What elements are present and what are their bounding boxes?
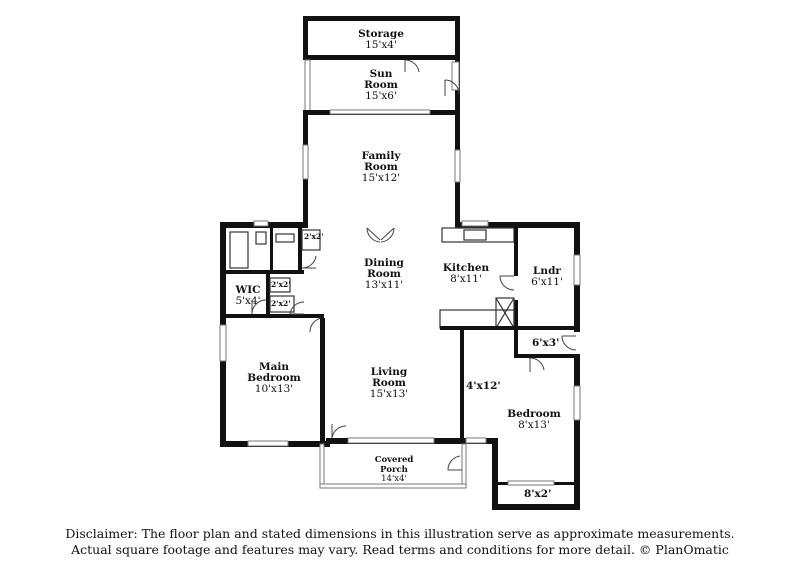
closet-label-wic-1: 2'x2': [271, 280, 291, 289]
room-name-2: Room: [364, 161, 398, 173]
disclaimer-line-2: Actual square footage and features may v…: [71, 542, 729, 557]
disclaimer-line-1: Disclaimer: The floor plan and stated di…: [65, 526, 735, 541]
storage-walls: [303, 16, 460, 60]
room-dims: 15'x12': [361, 172, 401, 184]
room-name: Lndr: [533, 265, 561, 277]
closet-label-8x2: 8'x2': [524, 488, 552, 500]
room-dims: 15'x6': [365, 90, 397, 102]
family-room-walls: [302, 113, 461, 243]
room-dims: 8'x13': [518, 419, 550, 431]
room-name: Bedroom: [507, 408, 561, 420]
room-bedroom: Bedroom 8'x13': [502, 409, 566, 431]
porch-walls: [319, 424, 467, 489]
room-dims: 6'x11': [531, 276, 563, 288]
room-dims: 5'x4': [235, 295, 261, 307]
room-name-2: Room: [364, 79, 398, 91]
main-outer-walls: [219, 220, 581, 447]
room-sun-room: Sun Room 15'x6': [351, 69, 411, 102]
room-name: Main: [258, 361, 290, 373]
main-bedroom-wall: [320, 318, 325, 442]
room-dining: Dining Room 13'x11': [354, 258, 414, 291]
room-dims: 15'x4': [365, 39, 397, 51]
room-name-2: Porch: [380, 464, 408, 475]
hall-label-6x3: 6'x3': [532, 337, 560, 349]
room-name-2: Room: [372, 377, 406, 389]
room-wic: WIC 5'x4': [228, 285, 268, 307]
room-dims: 8'x11': [450, 273, 482, 285]
closet-label-wic-2: 2'x2': [271, 299, 291, 308]
room-name: Dining: [364, 257, 404, 269]
room-covered-porch: Covered Porch 14'x4': [364, 455, 424, 485]
room-name-2: Room: [367, 268, 401, 280]
closet-label-bath: 2'x2': [304, 232, 324, 241]
sun-room-walls: [303, 59, 460, 115]
room-name: Sun: [369, 68, 393, 80]
room-name: WIC: [235, 284, 261, 296]
room-name: Storage: [358, 28, 404, 40]
room-main-bedroom: Main Bedroom 10'x13': [241, 362, 307, 395]
room-dims: 15'x13': [369, 388, 409, 400]
room-name-2: Bedroom: [247, 372, 301, 384]
hall-label-4x12: 4'x12': [466, 380, 501, 392]
room-dims: 14'x4': [381, 474, 407, 484]
room-dims: 10'x13': [254, 383, 294, 395]
room-kitchen: Kitchen 8'x11': [436, 263, 496, 285]
room-name: Living: [370, 366, 408, 378]
room-laundry: Lndr 6'x11': [522, 266, 572, 288]
room-name: Family: [361, 150, 401, 162]
room-living: Living Room 15'x13': [359, 367, 419, 400]
room-family: Family Room 15'x12': [351, 151, 411, 184]
room-name: Kitchen: [442, 262, 490, 274]
room-dims: 13'x11': [364, 279, 404, 291]
bedroom-walls: [460, 354, 581, 510]
kitchen-walls: [439, 227, 580, 444]
room-name: Covered: [374, 455, 414, 465]
room-storage: Storage 15'x4': [351, 29, 411, 51]
